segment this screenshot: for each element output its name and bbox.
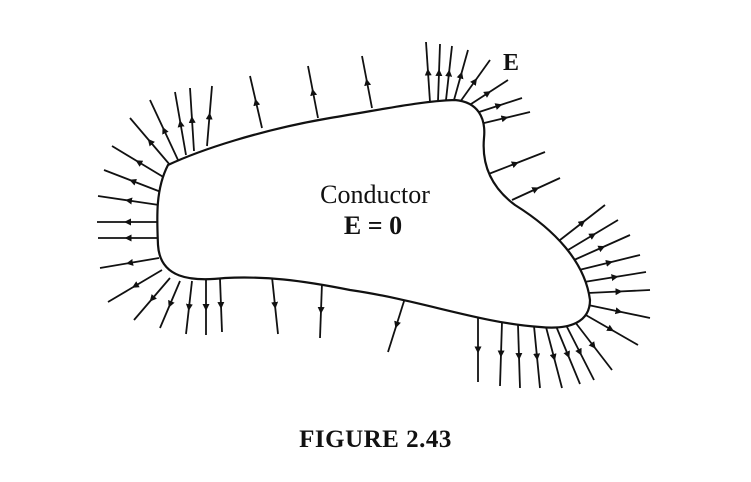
field-line-25 (587, 304, 651, 319)
field-line-3 (174, 91, 187, 156)
field-line-12 (453, 49, 469, 101)
field-line-2 (149, 99, 179, 161)
field-line-9 (424, 41, 432, 103)
field-line-14 (467, 79, 509, 107)
field-line-10 (435, 43, 443, 102)
field-line-49 (111, 145, 166, 179)
field-line-28 (565, 324, 595, 381)
field-line-13 (459, 59, 491, 103)
field-line-35 (387, 297, 406, 353)
field-line-47 (97, 195, 160, 206)
conductor-label: Conductor (320, 180, 430, 209)
field-line-41 (159, 280, 181, 329)
field-line-7 (307, 65, 319, 119)
field-line-31 (533, 325, 541, 389)
field-label-e: E (503, 50, 519, 76)
field-line-40 (185, 280, 193, 335)
field-line-36 (317, 282, 325, 339)
field-line-18 (511, 177, 561, 201)
field-line-33 (497, 321, 505, 387)
figure-caption: FIGURE 2.43 (299, 426, 452, 453)
field-line-5 (205, 85, 213, 147)
field-line-44 (99, 257, 160, 269)
field-line-11 (445, 45, 453, 101)
field-line-8 (361, 55, 373, 109)
field-line-27 (574, 321, 613, 371)
field-line-29 (555, 325, 581, 385)
field-lines (97, 41, 651, 389)
field-line-15 (475, 97, 523, 114)
field-line-37 (271, 276, 279, 335)
field-line-6 (249, 75, 263, 129)
field-line-38 (217, 278, 225, 333)
field-line-21 (573, 234, 631, 261)
field-line-16 (479, 111, 531, 125)
field-line-42 (133, 277, 171, 321)
field-line-19 (559, 204, 606, 241)
field-line-22 (578, 254, 641, 271)
field-line-32 (515, 324, 523, 389)
field-line-1 (129, 117, 171, 166)
conductor-outline (156, 98, 592, 329)
field-line-17 (485, 151, 546, 176)
field-line-4 (188, 87, 196, 152)
field-line-26 (583, 313, 639, 346)
field-line-43 (107, 269, 163, 303)
field-line-30 (545, 326, 563, 389)
field-line-24 (587, 288, 651, 296)
field-line-20 (567, 219, 619, 251)
field-line-48 (103, 169, 162, 193)
field-line-23 (583, 271, 647, 283)
interior-field-label: E = 0 (344, 211, 402, 240)
